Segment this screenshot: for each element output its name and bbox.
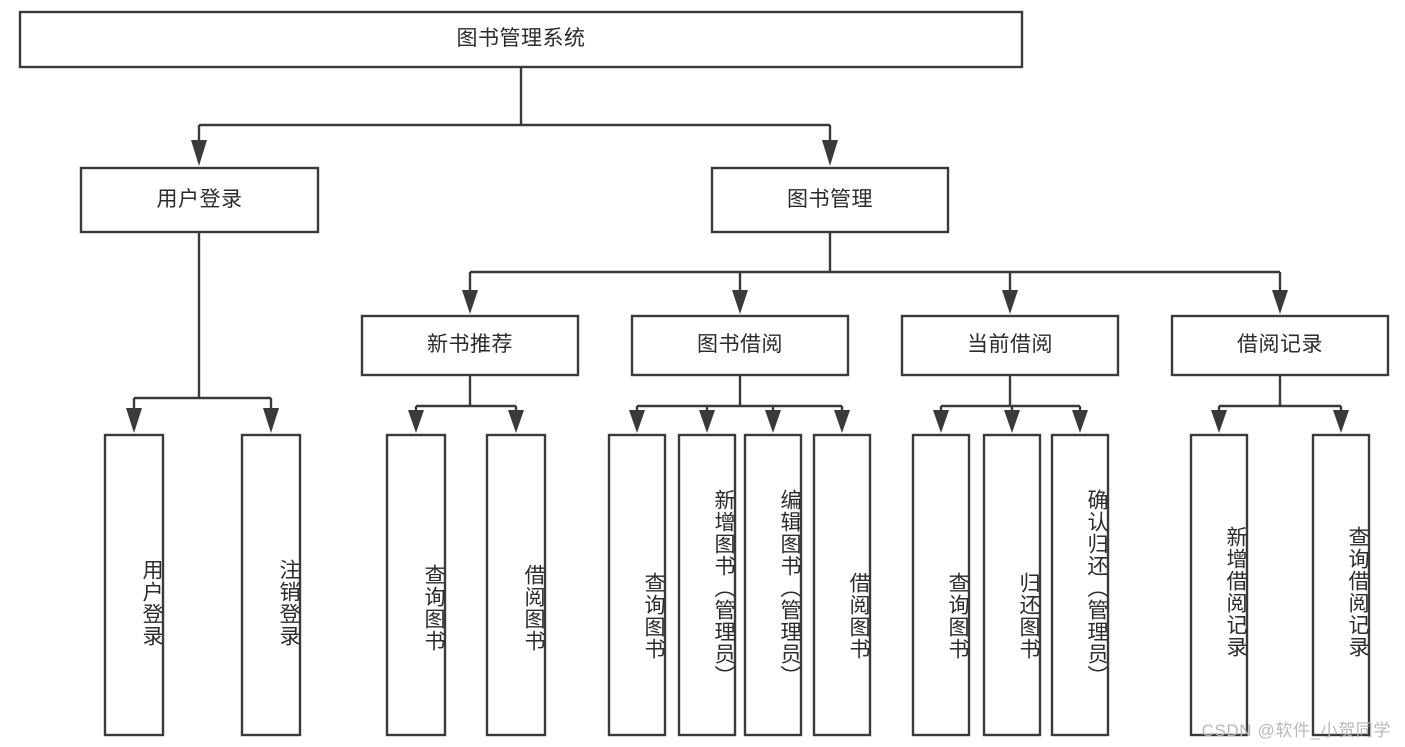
node-box-leaf-query-book-borrow[interactable] [607,433,667,737]
node-box-leaf-edit-book-admin[interactable] [743,433,803,737]
node-box-leaf-confirm-return-admin[interactable] [1050,433,1110,737]
arrow-head-book-borrow [732,290,748,314]
arrow-head-leaf-return-book [1004,410,1020,433]
arrow-head-leaf-add-borrow-record [1211,410,1227,433]
node-box-leaf-user-login[interactable] [103,433,165,737]
arrow-head-new-book-recommend [462,290,478,314]
node-box-leaf-add-book-admin[interactable] [677,433,737,737]
node-box-leaf-return-book[interactable] [982,433,1042,737]
arrow-head-leaf-edit-book-admin [765,410,781,433]
connector-group-book-management [462,232,1288,314]
connector-group-borrow-record [1211,375,1349,433]
arrow-head-current-borrow [1002,290,1018,314]
node-box-root[interactable] [18,10,1024,69]
arrow-head-user-login [191,140,207,166]
node-box-user-login[interactable] [79,166,320,234]
arrow-head-leaf-add-book-admin [699,410,715,433]
node-box-leaf-logout[interactable] [240,433,302,737]
arrow-head-leaf-borrow-book-rec [508,410,524,433]
arrow-head-leaf-borrow-book [834,410,850,433]
node-box-leaf-add-borrow-record[interactable] [1189,433,1249,737]
node-box-current-borrow[interactable] [900,314,1120,377]
node-box-book-borrow[interactable] [630,314,850,377]
node-box-new-book-recommend[interactable] [360,314,580,377]
connector-group-root [191,67,838,166]
arrow-head-book-management [822,140,838,166]
arrow-head-leaf-confirm-return-admin [1072,410,1088,433]
node-box-leaf-query-book-rec[interactable] [385,433,447,737]
node-box-leaf-borrow-book-rec[interactable] [485,433,547,737]
node-box-leaf-query-book-current[interactable] [911,433,971,737]
connector-group-book-borrow [629,375,850,433]
arrow-head-borrow-record [1272,290,1288,314]
connector-group-current-borrow [933,375,1088,433]
node-box-leaf-borrow-book[interactable] [812,433,872,737]
arrow-head-leaf-query-book-borrow [629,410,645,433]
arrow-head-leaf-query-borrow-record [1333,410,1349,433]
node-box-book-management[interactable] [710,166,950,234]
arrow-head-leaf-query-book-rec [408,410,424,433]
arrow-head-leaf-query-book-current [933,410,949,433]
arrow-head-leaf-logout [263,408,279,433]
arrow-head-leaf-user-login [126,408,142,433]
connector-group-user-login [126,232,279,433]
node-box-borrow-record[interactable] [1170,314,1390,377]
connector-group-new-book-recommend [408,375,524,433]
node-box-leaf-query-borrow-record[interactable] [1311,433,1371,737]
